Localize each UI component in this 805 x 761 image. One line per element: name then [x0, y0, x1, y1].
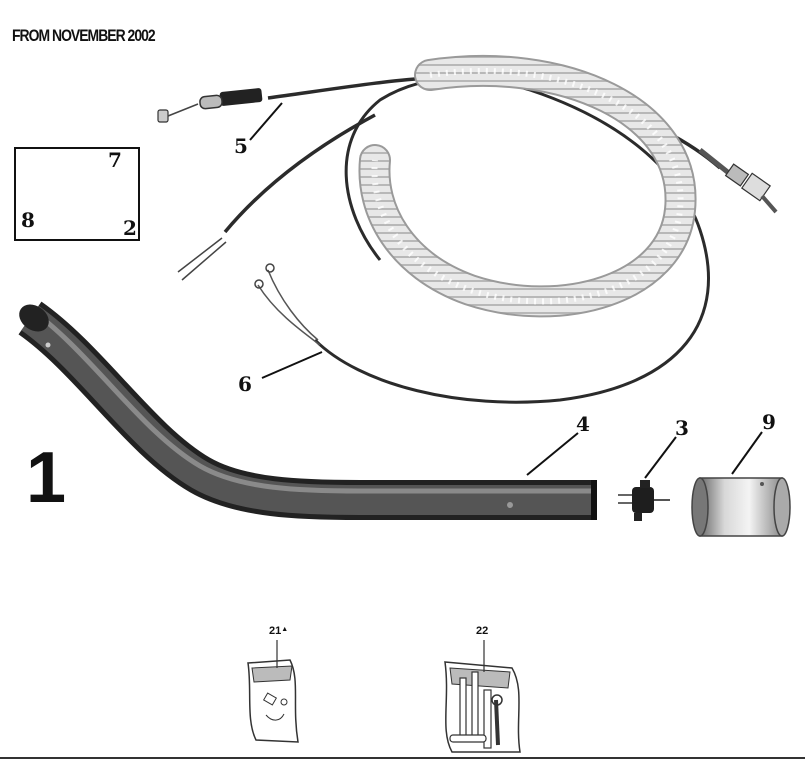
callout-21: 21▲ — [269, 626, 288, 637]
callout-8: 8 — [21, 208, 35, 232]
part-3-connector — [618, 480, 670, 521]
callout-7: 7 — [108, 148, 122, 172]
callout-21-number: 21 — [269, 625, 282, 637]
callout-5: 5 — [234, 134, 248, 158]
bottom-rule — [0, 757, 805, 759]
leader-lines — [249, 102, 763, 479]
callout-9: 9 — [762, 410, 776, 434]
callout-4: 4 — [576, 412, 590, 436]
part-9-sleeve — [691, 477, 791, 537]
corrugated-hose — [358, 54, 697, 318]
triangle-marker-icon: ▲ — [281, 626, 289, 633]
figure-number: 1 — [26, 438, 67, 518]
part-21-decal — [247, 640, 299, 743]
callout-22: 22 — [476, 625, 489, 637]
part-4-handle-tube — [18, 301, 597, 520]
callout-3: 3 — [675, 416, 689, 440]
inset-box — [14, 147, 140, 241]
callout-6: 6 — [238, 372, 252, 396]
callout-2: 2 — [123, 216, 137, 240]
part-22-tool-kit — [444, 640, 521, 753]
header-date-note: FROM NOVEMBER 2002 — [12, 26, 156, 45]
